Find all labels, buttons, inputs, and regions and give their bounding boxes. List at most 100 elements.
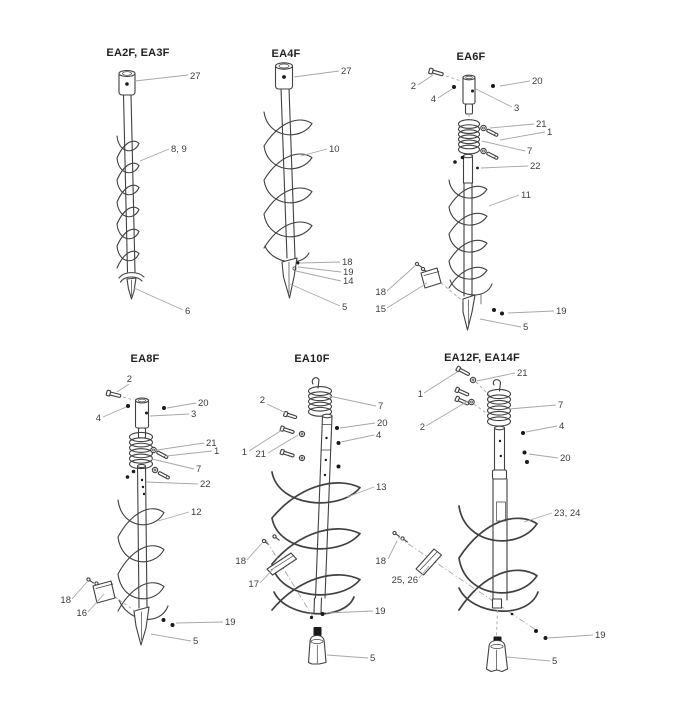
leader-line-ea8f-18 — [71, 581, 88, 600]
leader-line-ea2f-ea3f-8-9 — [139, 148, 170, 162]
pin-hole — [471, 89, 474, 93]
figure-ea10f: EA10F — [261, 353, 361, 665]
callout-ea12f-ea14f-2: 2 — [420, 422, 425, 433]
drive-cap-bore — [122, 71, 132, 76]
figure-title-ea12f-ea14f: EA12F, EA14F — [444, 352, 520, 364]
spring-hook — [492, 379, 502, 392]
auger-shaft-line — [130, 93, 136, 273]
shaft-plate — [496, 501, 506, 522]
leader-line-ea6f-19 — [507, 310, 555, 314]
assembly-axis — [440, 282, 465, 303]
spring-hook — [311, 377, 320, 389]
bolt — [156, 450, 169, 459]
leader-line-ea6f-11 — [488, 194, 520, 207]
callout-ea8f-21: 21 — [206, 438, 217, 449]
leader-line-ea12f-ea14f-19 — [547, 634, 594, 639]
screw-dot — [125, 475, 130, 479]
callout-ea12f-ea14f-1: 1 — [418, 389, 423, 400]
leader-line-ea12f-ea14f-5 — [506, 656, 551, 662]
auger-flighting — [117, 499, 165, 612]
callout-ea6f-18: 18 — [375, 287, 386, 298]
cutting-blade — [92, 580, 116, 604]
auger-shaft-line — [288, 87, 296, 259]
leader-line-ea8f-20 — [166, 402, 197, 409]
shaft-hole — [141, 485, 145, 489]
washer — [469, 376, 477, 384]
callout-ea6f-22: 22 — [530, 161, 541, 172]
leader-line-ea12f-ea14f-20 — [528, 453, 559, 459]
screw-dot — [126, 404, 130, 408]
figure-title-ea8f: EA8F — [131, 353, 160, 365]
leader-line-ea4f-10 — [300, 148, 328, 157]
screw — [296, 261, 300, 265]
screw-dot — [161, 618, 166, 622]
bolt — [455, 365, 470, 376]
adapter-tube-top — [462, 74, 476, 81]
auger-flighting — [448, 179, 488, 289]
auger-shaft-line — [136, 465, 140, 609]
shaft-top-end — [493, 425, 506, 431]
blade-screw — [272, 534, 280, 541]
assembly-axis — [496, 609, 498, 637]
point-shoulder — [490, 644, 504, 649]
auger-illustration-ea10f — [261, 377, 361, 665]
figure-title-ea4f: EA4F — [272, 48, 301, 60]
screw-dot — [543, 636, 548, 640]
screw-dot — [170, 623, 175, 627]
bolt — [454, 386, 470, 397]
callout-ea6f-21: 21 — [536, 119, 547, 130]
callout-ea12f-ea14f-19: 19 — [595, 630, 606, 641]
callout-ea6f-4: 4 — [431, 94, 436, 105]
leader-line-ea8f-22 — [145, 481, 199, 485]
auger-illustration-ea2f-ea3f — [116, 69, 145, 300]
leader-line-ea10f-5 — [326, 654, 369, 659]
screw-dot — [460, 155, 465, 160]
screw-dot — [320, 612, 325, 616]
callout-ea8f-4: 4 — [96, 413, 101, 424]
callout-ea12f-ea14f-5: 5 — [552, 656, 557, 667]
callout-ea4f-10: 10 — [329, 144, 340, 155]
assembly-axis — [265, 539, 314, 618]
adapter-neck — [464, 103, 474, 115]
leader-line-ea4f-5 — [289, 283, 341, 307]
shaft-top — [462, 155, 474, 184]
leader-line-ea10f-20 — [339, 422, 376, 429]
shaft-top-end — [321, 413, 333, 419]
leader-line-ea4f-14 — [295, 270, 342, 282]
leader-line-ea8f-12 — [157, 511, 190, 522]
leader-line-ea6f-1 — [499, 131, 546, 141]
callout-ea4f-27: 27 — [341, 66, 352, 77]
leader-line-ea6f-21 — [489, 123, 535, 129]
bolt — [486, 151, 499, 160]
callout-ea12f-ea14f-18: 18 — [375, 556, 386, 567]
cutting-blade-line — [95, 583, 114, 589]
auger-flighting — [116, 135, 140, 269]
leader-line-ea10f-18 — [246, 542, 263, 561]
shaft-hole — [498, 439, 502, 443]
leader-line-ea12f-ea14f-4 — [525, 425, 558, 433]
shaft-hole — [325, 436, 328, 440]
washer — [298, 454, 306, 462]
leader-line-ea4f-18 — [299, 261, 341, 264]
leader-line-ea6f-20 — [499, 80, 531, 87]
leader-line-ea4f-27 — [293, 70, 340, 78]
leader-line-ea6f-15 — [386, 282, 428, 309]
leader-line-ea8f-4 — [102, 406, 127, 418]
shaft-top-end — [462, 153, 474, 159]
leader-line-ea8f-2 — [116, 383, 130, 393]
callout-ea6f-11: 11 — [521, 190, 531, 201]
shaft-hole — [499, 454, 502, 458]
clevis-pin — [105, 389, 122, 398]
auger-illustration-ea8f — [86, 389, 175, 646]
leader-line-ea6f-4 — [437, 88, 453, 99]
leader-line-ea8f-19 — [175, 621, 224, 624]
figure-ea4f: EA4F — [263, 48, 313, 299]
shaft-stub — [313, 597, 316, 614]
callout-ea8f-20: 20 — [198, 398, 209, 409]
leader-line-ea6f-7 — [481, 140, 526, 152]
figure-ea6f: EA6F — [414, 51, 504, 331]
leader-line-ea2f-ea3f-27 — [134, 74, 189, 82]
figure-title-ea6f: EA6F — [457, 51, 486, 63]
callout-ea10f-5: 5 — [370, 653, 375, 664]
